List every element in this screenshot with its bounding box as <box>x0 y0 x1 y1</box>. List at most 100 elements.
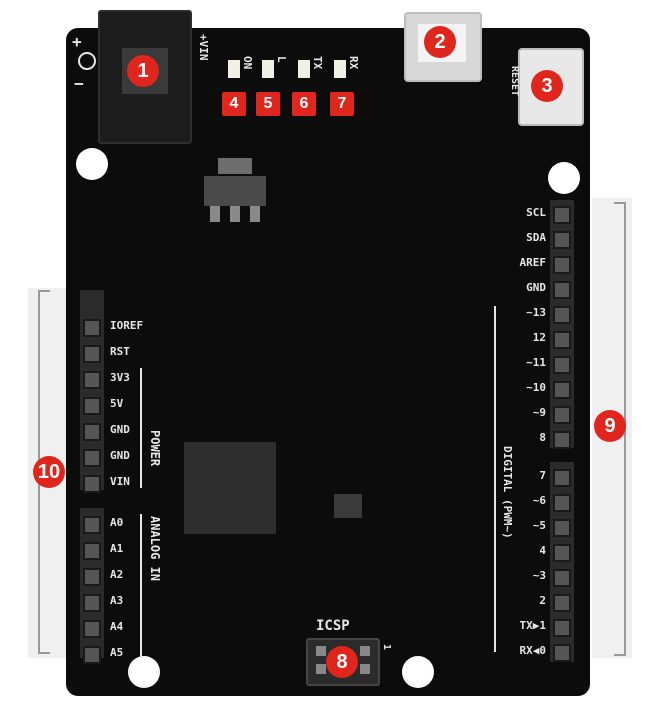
digital-lower-pin-label: TX▶1 <box>519 619 547 632</box>
power-header-pin-label: GND <box>110 449 130 462</box>
digital-lower-pin-label: ~5 <box>532 519 546 532</box>
digital-upper-pin-label: 8 <box>539 431 546 444</box>
vin-label: +VIN <box>197 34 210 61</box>
power-group-label: POWER <box>148 430 162 467</box>
callout-6: 6 <box>292 92 316 116</box>
microcontroller-chip <box>184 442 276 534</box>
digital-lower-pin <box>553 644 571 662</box>
power-jack-plus: + <box>72 32 82 51</box>
digital-upper-pin-label: 12 <box>532 331 546 344</box>
led-label-on: ON <box>241 56 254 70</box>
digital-upper-pin <box>553 356 571 374</box>
power-header-pin-label: 3V3 <box>110 371 130 384</box>
voltage-regulator <box>204 176 266 206</box>
analog-header-pin <box>83 594 101 612</box>
power-header-pin <box>83 371 101 389</box>
digital-upper-pin-label: ~9 <box>532 406 546 419</box>
power-header-pin <box>83 345 101 363</box>
led-label-l: L <box>275 56 288 63</box>
digital-lower-pin <box>553 544 571 562</box>
digital-lower-pin <box>553 594 571 612</box>
small-chip <box>334 494 362 518</box>
digital-lower-pin-label: 4 <box>539 544 546 557</box>
digital-upper-pin <box>553 381 571 399</box>
icsp-pin <box>360 646 370 656</box>
analog-header-pin-label: A0 <box>110 516 124 529</box>
led-label-rx: RX <box>347 56 360 70</box>
led-label-tx: TX <box>311 56 324 70</box>
analog-group-label: ANALOG IN <box>148 516 162 582</box>
digital-upper-pin-label: AREF <box>519 256 547 269</box>
callout-7: 7 <box>330 92 354 116</box>
digital-upper-pin <box>553 331 571 349</box>
mounting-hole <box>76 148 108 180</box>
callout-5: 5 <box>256 92 280 116</box>
regulator-pin <box>230 206 240 222</box>
power-header-pin <box>83 397 101 415</box>
analog-header-pin-label: A4 <box>110 620 124 633</box>
mounting-hole <box>548 162 580 194</box>
analog-divider <box>140 514 142 658</box>
power-divider <box>140 368 142 488</box>
digital-lower-pin <box>553 494 571 512</box>
digital-lower-pin-label: RX◀0 <box>519 644 547 657</box>
power-jack-polarity-icon <box>78 52 96 70</box>
power-header-pin-label: 5V <box>110 397 124 410</box>
power-jack-minus: − <box>74 74 84 93</box>
mounting-hole <box>402 656 434 688</box>
digital-upper-pin <box>553 281 571 299</box>
analog-header-pin <box>83 542 101 560</box>
analog-header-pin <box>83 620 101 638</box>
callout-2: 2 <box>424 26 456 58</box>
callout-9: 9 <box>594 410 626 442</box>
analog-header-pin-label: A3 <box>110 594 124 607</box>
power-header-pin-label: GND <box>110 423 130 436</box>
analog-header-pin <box>83 516 101 534</box>
regulator-pin <box>250 206 260 222</box>
digital-lower-pin <box>553 469 571 487</box>
power-header-pin-label: RST <box>110 345 130 358</box>
digital-lower-pin <box>553 519 571 537</box>
callout-1: 1 <box>127 55 159 87</box>
regulator-pin <box>210 206 220 222</box>
digital-upper-pin-label: ~10 <box>526 381 546 394</box>
analog-header-pin-label: A1 <box>110 542 124 555</box>
digital-upper-pin-label: SCL <box>526 206 546 219</box>
digital-lower-pin-label: ~6 <box>532 494 546 507</box>
digital-lower-pin-label: ~3 <box>532 569 546 582</box>
digital-upper-pin <box>553 231 571 249</box>
led-l <box>262 60 274 78</box>
icsp-pin <box>316 664 326 674</box>
digital-upper-pin <box>553 431 571 449</box>
power-header-pin <box>83 449 101 467</box>
digital-lower-pin <box>553 619 571 637</box>
mounting-hole <box>128 656 160 688</box>
voltage-regulator-tab <box>218 158 252 174</box>
analog-header-pin <box>83 568 101 586</box>
icsp-pin1-marker: 1 <box>381 644 392 651</box>
power-header-pin-label: VIN <box>110 475 130 488</box>
led-rx <box>334 60 346 78</box>
analog-header-pin <box>83 646 101 664</box>
reset-label: RESET <box>509 66 520 97</box>
digital-upper-pin <box>553 306 571 324</box>
digital-upper-pin-label: ~13 <box>526 306 546 319</box>
power-header-pin <box>83 475 101 493</box>
callout-4: 4 <box>222 92 246 116</box>
digital-upper-pin-label: GND <box>526 281 546 294</box>
digital-lower-pin-label: 2 <box>539 594 546 607</box>
callout-3: 3 <box>531 70 563 102</box>
power-header-pin <box>83 423 101 441</box>
callout-10: 10 <box>33 456 65 488</box>
digital-upper-pin <box>553 406 571 424</box>
led-on <box>228 60 240 78</box>
icsp-label: ICSP <box>316 618 350 634</box>
power-header-pin-label: IOREF <box>110 319 144 332</box>
digital-upper-pin <box>553 206 571 224</box>
led-tx <box>298 60 310 78</box>
digital-lower-pin-label: 7 <box>539 469 546 482</box>
digital-upper-pin <box>553 256 571 274</box>
icsp-pin <box>316 646 326 656</box>
digital-upper-pin-label: ~11 <box>526 356 546 369</box>
digital-lower-pin <box>553 569 571 587</box>
